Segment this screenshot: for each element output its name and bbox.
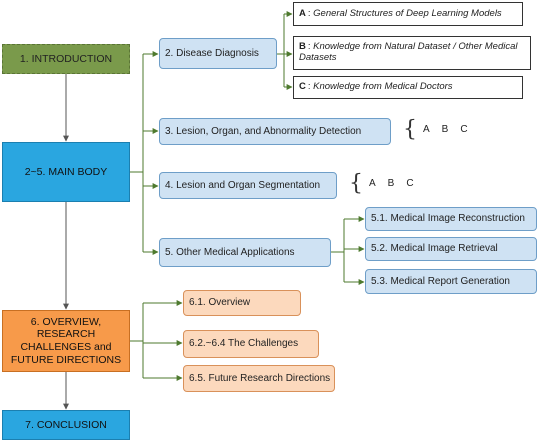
challenge-overview-label: 6.1. Overview bbox=[189, 297, 251, 309]
retrieval-box: 5.2. Medical Image Retrieval bbox=[365, 237, 537, 261]
abc-segmentation-c: C bbox=[406, 178, 414, 189]
abc-segmentation-b: B bbox=[387, 178, 395, 189]
lesion-detection-label: 3. Lesion, Organ, and Abnormality Detect… bbox=[165, 125, 362, 137]
knowledge-a-box: A: General Structures of Deep Learning M… bbox=[293, 2, 523, 26]
knowledge-b-text: Knowledge from Natural Dataset / Other M… bbox=[299, 41, 518, 63]
future-directions-box: 6.5. Future Research Directions bbox=[183, 365, 335, 392]
lesion-detection-box: 3. Lesion, Organ, and Abnormality Detect… bbox=[159, 118, 391, 145]
abc-detection-b: B bbox=[441, 124, 449, 135]
challenges-label: 6.2.~6.4 The Challenges bbox=[189, 338, 299, 350]
abc-detection: A B C bbox=[423, 124, 480, 135]
segmentation-box: 4. Lesion and Organ Segmentation bbox=[159, 172, 337, 199]
reconstruction-box: 5.1. Medical Image Reconstruction bbox=[365, 207, 537, 231]
report-generation-label: 5.3. Medical Report Generation bbox=[371, 275, 510, 287]
other-applications-label: 5. Other Medical Applications bbox=[165, 246, 295, 258]
knowledge-c-text: Knowledge from Medical Doctors bbox=[313, 81, 453, 93]
future-directions-label: 6.5. Future Research Directions bbox=[189, 372, 331, 384]
segmentation-label: 4. Lesion and Organ Segmentation bbox=[165, 179, 321, 191]
conclusion-box: 7. CONCLUSION bbox=[2, 410, 130, 440]
challenge-overview-box: 6.1. Overview bbox=[183, 290, 301, 316]
conclusion-label: 7. CONCLUSION bbox=[25, 418, 107, 431]
report-generation-box: 5.3. Medical Report Generation bbox=[365, 269, 537, 294]
knowledge-c-letter: C bbox=[299, 81, 306, 93]
reconstruction-label: 5.1. Medical Image Reconstruction bbox=[371, 213, 525, 225]
brace-segmentation: { bbox=[349, 171, 363, 196]
brace-detection: { bbox=[403, 117, 417, 142]
introduction-box: 1. INTRODUCTION bbox=[2, 44, 130, 74]
disease-diagnosis-label: 2. Disease Diagnosis bbox=[165, 47, 259, 59]
knowledge-b-box: B: Knowledge from Natural Dataset / Othe… bbox=[293, 36, 531, 70]
knowledge-a-letter: A bbox=[299, 7, 306, 19]
disease-diagnosis-box: 2. Disease Diagnosis bbox=[159, 38, 277, 69]
other-applications-box: 5. Other Medical Applications bbox=[159, 238, 331, 267]
introduction-label: 1. INTRODUCTION bbox=[19, 52, 113, 65]
main-body-box: 2~5. MAIN BODY bbox=[2, 142, 130, 202]
overview-box: 6. OVERVIEW, RESEARCH CHALLENGES and FUT… bbox=[2, 310, 130, 372]
abc-detection-c: C bbox=[460, 124, 468, 135]
challenges-box: 6.2.~6.4 The Challenges bbox=[183, 330, 319, 358]
knowledge-b-letter: B bbox=[299, 41, 306, 53]
abc-segmentation-a: A bbox=[369, 178, 376, 189]
main-body-label: 2~5. MAIN BODY bbox=[24, 165, 108, 178]
knowledge-c-box: C: Knowledge from Medical Doctors bbox=[293, 76, 523, 99]
retrieval-label: 5.2. Medical Image Retrieval bbox=[371, 243, 498, 255]
overview-label: 6. OVERVIEW, RESEARCH CHALLENGES and FUT… bbox=[10, 315, 122, 366]
knowledge-a-text: General Structures of Deep Learning Mode… bbox=[313, 7, 502, 19]
abc-detection-a: A bbox=[423, 124, 430, 135]
abc-segmentation: A B C bbox=[369, 178, 426, 189]
